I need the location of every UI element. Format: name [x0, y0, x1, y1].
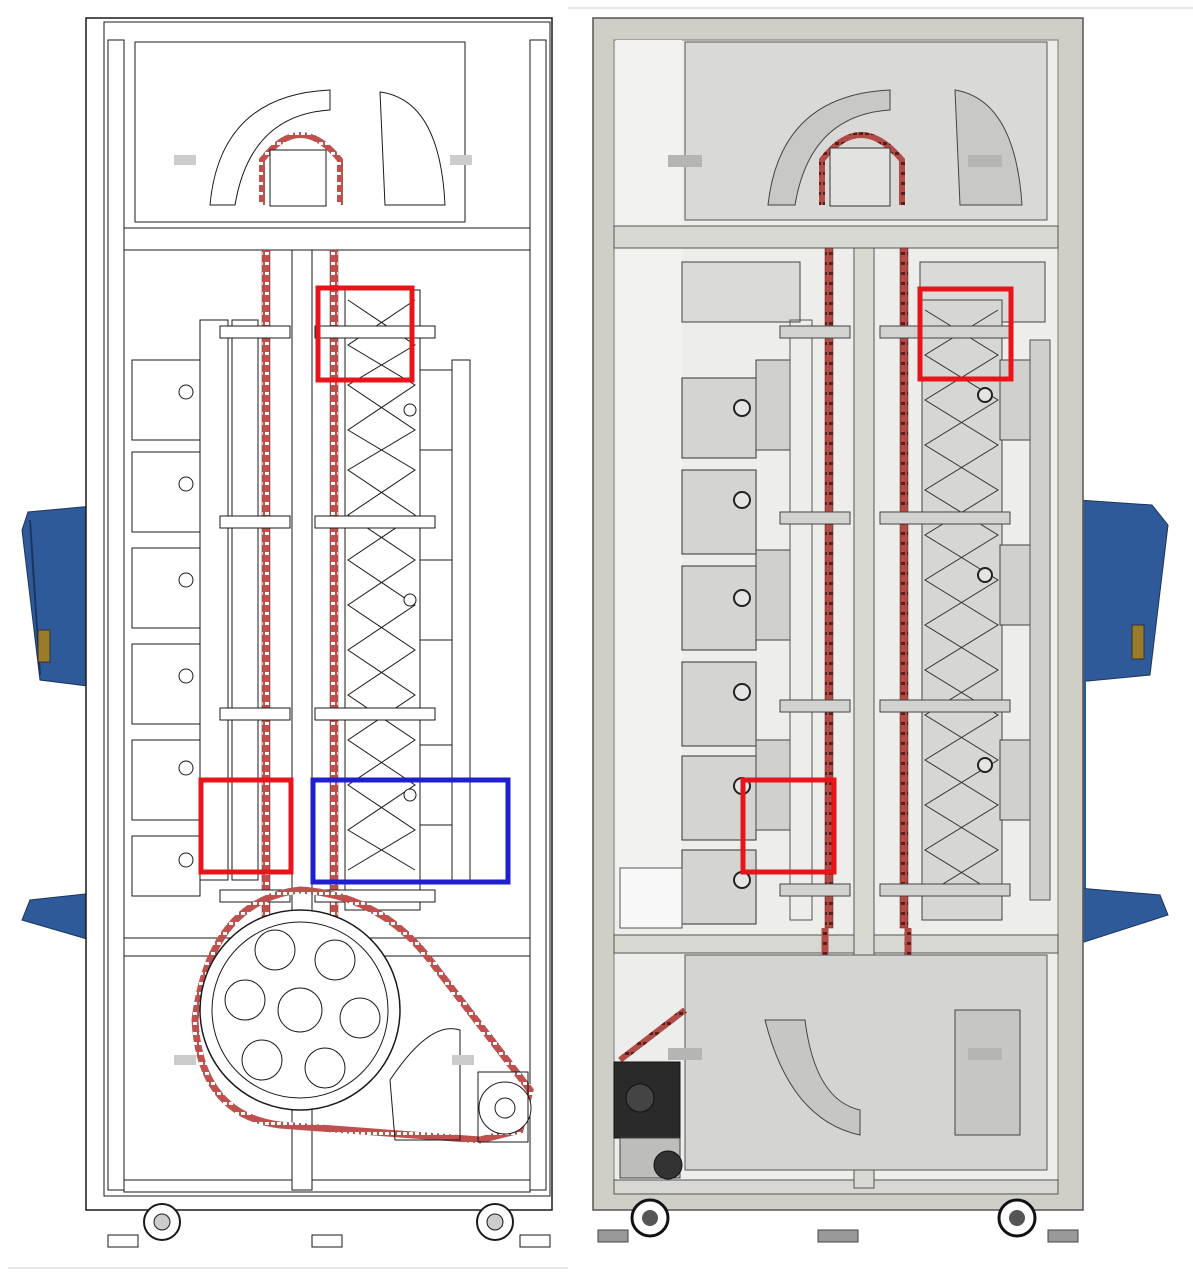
control-panel-wing-right — [1077, 499, 1169, 945]
left-tray-column — [131, 319, 259, 897]
highlight-red-top-left-panel — [315, 285, 415, 383]
highlight-blue-bottom-left-panel — [310, 777, 511, 885]
right-machine-render — [592, 17, 1169, 1243]
drive-sprocket-assembly — [191, 886, 534, 1144]
caster-wheels-right — [597, 1150, 1079, 1243]
right-panel-tray-column — [681, 261, 813, 925]
right-panel-truss-column — [919, 261, 1051, 921]
left-machine-drawing — [21, 17, 553, 1248]
caster-wheels-left — [107, 1203, 551, 1248]
highlight-red-bottom-left-panel — [198, 777, 294, 875]
highlight-red-top-right-panel — [917, 286, 1014, 382]
highlight-red-bottom-right-panel — [740, 777, 837, 875]
